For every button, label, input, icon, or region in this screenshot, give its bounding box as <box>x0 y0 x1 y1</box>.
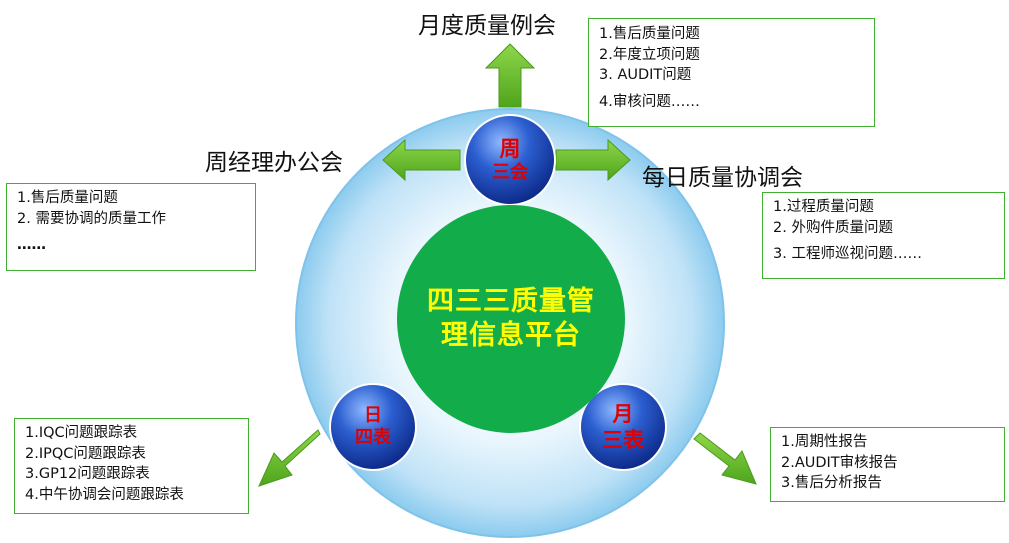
list-item: 2. 需要协调的质量工作 <box>17 210 166 227</box>
core-title-line1: 四三三质量管 <box>427 286 595 317</box>
monthly-meeting-title: 月度质量例会 <box>418 13 556 39</box>
arrow-right-daily <box>555 138 631 182</box>
weekly-meeting-title: 周经理办公会 <box>205 150 343 176</box>
list-item: 1.周期性报告 <box>781 434 868 450</box>
node-month-circle <box>579 383 667 471</box>
list-item: 1.IQC问题跟踪表 <box>25 425 138 441</box>
node-week: 周 三会 <box>465 115 555 205</box>
list-item: 1.售后质量问题 <box>17 190 118 206</box>
node-day-line1: 日 <box>364 405 382 426</box>
list-item: 2.AUDIT审核报告 <box>781 454 898 471</box>
list-item: …… <box>17 237 46 253</box>
node-month-line2: 三表 <box>602 428 644 452</box>
daily-meeting-box: 1.过程质量问题 2. 外购件质量问题 3. 工程师巡视问题…… <box>762 192 1005 279</box>
node-day: 日 四表 <box>330 384 416 470</box>
monthly-meeting-box: 1.售后质量问题 2.年度立项问题 3. AUDIT问题 4.审核问题…… <box>588 18 875 127</box>
core-title-line2: 理信息平台 <box>441 320 581 351</box>
list-item: 3. 工程师巡视问题…… <box>773 246 922 262</box>
list-item: 2.IPQC问题跟踪表 <box>25 445 146 462</box>
month-tables-box: 1.周期性报告 2.AUDIT审核报告 3.售后分析报告 <box>770 427 1005 502</box>
node-month-line1: 月 <box>612 402 634 426</box>
node-day-line2: 四表 <box>355 427 391 448</box>
daily-meeting-title: 每日质量协调会 <box>642 165 803 191</box>
day-tables-box: 1.IQC问题跟踪表 2.IPQC问题跟踪表 3.GP12问题跟踪表 4.中午协… <box>14 418 249 514</box>
arrow-down-left-day <box>258 429 321 487</box>
node-month: 月 三表 <box>580 384 666 470</box>
arrow-up-monthly <box>484 43 536 108</box>
node-week-line2: 三会 <box>492 162 528 183</box>
node-day-circle <box>329 383 417 471</box>
list-item: 1.售后质量问题 <box>599 26 700 42</box>
weekly-meeting-box: 1.售后质量问题 2. 需要协调的质量工作 …… <box>6 183 256 271</box>
list-item: 4.审核问题…… <box>599 93 700 110</box>
list-item: 3.售后分析报告 <box>781 475 882 491</box>
core-platform: 四三三质量管 理信息平台 <box>397 205 625 433</box>
list-item: 2.年度立项问题 <box>599 46 700 63</box>
node-week-line1: 周 <box>499 137 521 161</box>
list-item: 3.GP12问题跟踪表 <box>25 466 150 482</box>
arrow-down-right-month <box>693 432 757 485</box>
list-item: 1.过程质量问题 <box>773 199 874 215</box>
list-item: 4.中午协调会问题跟踪表 <box>25 486 184 503</box>
list-item: 3. AUDIT问题 <box>599 67 692 83</box>
arrow-left-weekly <box>382 138 461 182</box>
list-item: 2. 外购件质量问题 <box>773 219 893 236</box>
